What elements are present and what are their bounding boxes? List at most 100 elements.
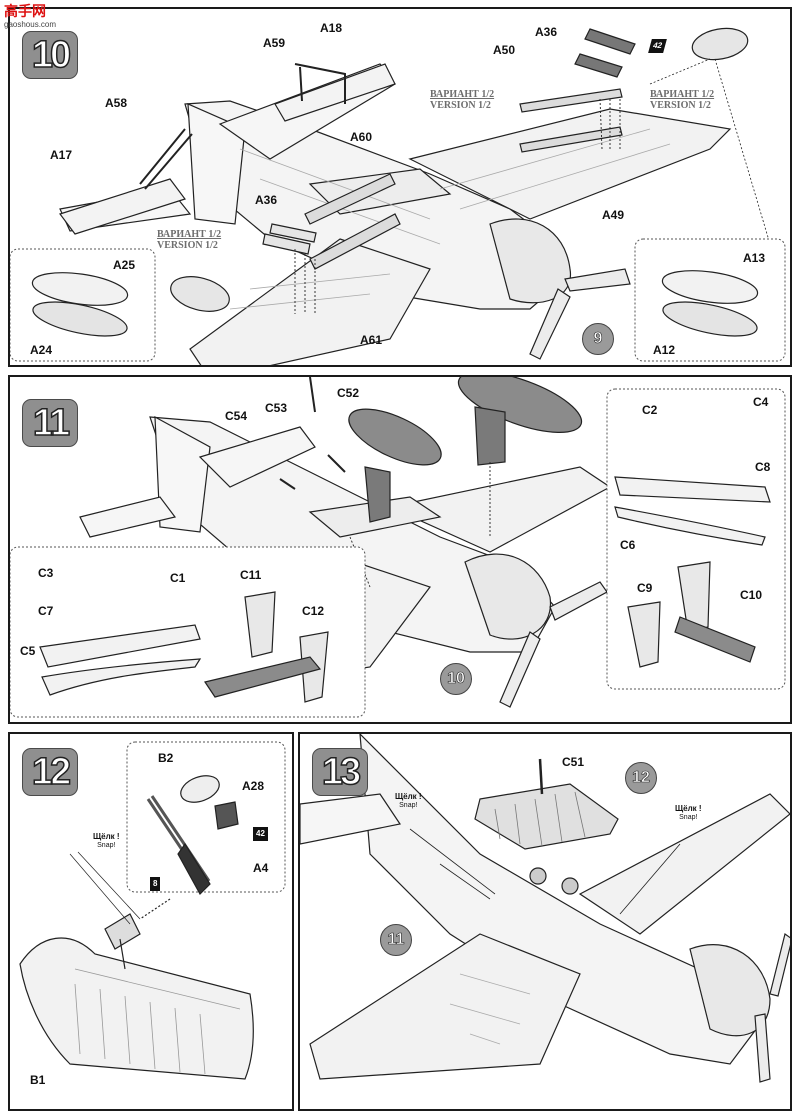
flag-8-step12: 8 xyxy=(150,877,161,891)
ski-c5 xyxy=(41,658,202,696)
snap-note-step13-left: Щёлк !Snap! xyxy=(395,792,422,809)
right-wing xyxy=(408,108,732,220)
label-a13: A13 xyxy=(743,251,766,265)
part-a49-shape xyxy=(519,126,623,153)
tank-half-a12 xyxy=(662,301,758,337)
part-a17-shape xyxy=(59,178,186,235)
canopy-part xyxy=(474,783,619,850)
leg-c11 xyxy=(244,591,276,658)
step-10-panel: 10 A18 A59 A58 A17 A60 A36 A36 A50 A49 A… xyxy=(8,7,792,367)
propeller xyxy=(754,932,790,1083)
ref-badge-12: 12 xyxy=(625,762,657,794)
gun-body-a4 xyxy=(177,842,211,895)
label-a12: A12 xyxy=(653,343,676,357)
ski-right-grey xyxy=(457,377,583,433)
ski-c8 xyxy=(614,476,771,503)
label-a25: A25 xyxy=(113,258,136,272)
ski-c7 xyxy=(39,624,201,668)
part-a58-shape xyxy=(139,128,193,190)
label-c1: C1 xyxy=(170,571,186,585)
label-c53: C53 xyxy=(265,401,288,415)
step-10-drawing xyxy=(10,27,786,365)
gunner-head xyxy=(561,877,579,895)
snap-note-step13-right: Щёлк !Snap! xyxy=(675,804,702,821)
label-b2: B2 xyxy=(158,751,174,765)
part-a61-shape xyxy=(309,213,401,270)
label-a4: A4 xyxy=(253,861,269,875)
step-11-drawing xyxy=(10,377,786,718)
ref-badge-10: 10 xyxy=(440,663,472,695)
step-12-drawing xyxy=(19,741,286,1080)
ski-detail-left-grey xyxy=(204,656,322,698)
label-a24: A24 xyxy=(30,343,53,357)
leg-c9 xyxy=(627,601,661,668)
gunsight-b2 xyxy=(180,775,220,803)
part-a60-shape xyxy=(304,173,396,225)
label-a17: A17 xyxy=(50,148,73,162)
ref-badge-9: 9 xyxy=(582,323,614,355)
label-a36-left: A36 xyxy=(255,193,278,207)
label-a18: A18 xyxy=(320,21,343,35)
ski-leg-right xyxy=(474,406,506,466)
tank-half-a24 xyxy=(32,301,128,337)
ski-leg-left xyxy=(364,466,391,523)
ref-badge-11: 11 xyxy=(380,924,412,956)
step-10-badge: 10 xyxy=(22,31,78,79)
label-a59: A59 xyxy=(263,36,286,50)
pilot-head xyxy=(529,867,547,885)
tail-stabilizer xyxy=(300,793,401,845)
stabilizer-right xyxy=(198,426,316,488)
label-c51: C51 xyxy=(562,755,585,769)
leg-c10 xyxy=(677,561,711,633)
label-c9: C9 xyxy=(637,581,653,595)
label-b1: B1 xyxy=(30,1073,46,1087)
stabilizer-left xyxy=(79,496,177,538)
ski-c6 xyxy=(614,506,766,546)
engine-cowl xyxy=(689,944,771,1037)
label-a58: A58 xyxy=(105,96,128,110)
ski-left-grey xyxy=(348,408,442,466)
label-a36-top: A36 xyxy=(535,25,558,39)
label-c4: C4 xyxy=(753,395,769,409)
site-watermark: 高手网 gaoshous.com xyxy=(4,3,57,29)
label-a60: A60 xyxy=(350,130,373,144)
label-c10: C10 xyxy=(740,588,763,602)
left-wing xyxy=(309,933,581,1080)
tail-fin xyxy=(187,103,246,225)
label-c54: C54 xyxy=(225,409,248,423)
ski-detail-right-grey xyxy=(674,616,756,663)
label-a50: A50 xyxy=(493,43,516,57)
propeller xyxy=(529,268,631,360)
tail-fin xyxy=(154,415,211,533)
part-a50-shape xyxy=(519,88,623,113)
part-a18-shape xyxy=(274,63,396,122)
label-c7: C7 xyxy=(38,604,54,618)
step-11-badge: 11 xyxy=(22,399,78,447)
flag-42-step12: 42 xyxy=(253,827,268,841)
step-13-badge: 13 xyxy=(312,748,368,796)
tank-half-a13 xyxy=(661,270,759,304)
engine-cowl xyxy=(489,218,571,304)
left-wing xyxy=(189,238,431,365)
fuselage-outline xyxy=(359,734,761,1065)
step-13-drawing xyxy=(300,734,790,1083)
drop-tank-top xyxy=(691,27,749,61)
gun-mount xyxy=(104,913,141,970)
step-11-panel: 11 C52 C53 C54 C2 C4 C8 C6 C9 C10 C3 C1 … xyxy=(8,375,792,724)
label-c2: C2 xyxy=(642,403,658,417)
part-a36-top-shape xyxy=(574,28,636,78)
step-12-panel: 12 B2 A28 A4 B1 Щёлк !Snap! 42 8 xyxy=(8,732,294,1111)
cockpit-tub-b1 xyxy=(19,937,254,1080)
part-a36-left-shape xyxy=(262,223,317,255)
engine-cowl xyxy=(464,553,552,640)
label-c6: C6 xyxy=(620,538,636,552)
step-13-panel: 13 C51 Щёлк !Snap! Щёлк !Snap! 12 11 xyxy=(298,732,792,1111)
label-a28: A28 xyxy=(242,779,265,793)
label-c52: C52 xyxy=(337,386,360,400)
label-c11: C11 xyxy=(240,568,262,582)
label-c3: C3 xyxy=(38,566,54,580)
magazine-a28 xyxy=(214,801,239,830)
